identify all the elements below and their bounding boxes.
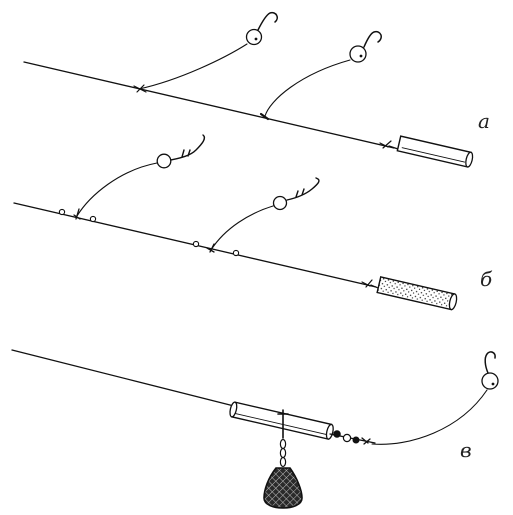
bead (342, 433, 352, 443)
bead-highlight (254, 37, 258, 41)
bead-highlight (491, 382, 495, 386)
chain (279, 438, 287, 468)
knot (259, 112, 270, 121)
bead (333, 430, 341, 438)
panel-label-a: а (478, 109, 490, 133)
hook-icon (170, 134, 206, 161)
hook-icon (363, 30, 382, 48)
textured-sinker (376, 276, 458, 311)
main-line (11, 349, 235, 407)
stopper-bead (232, 249, 240, 257)
stopper-bead (192, 240, 200, 248)
swivel (361, 279, 379, 289)
bead (245, 28, 263, 46)
swivel (379, 140, 399, 150)
hook-icon (257, 11, 278, 31)
panel-label-b: б (480, 267, 493, 291)
stopper-bead (89, 215, 97, 223)
bead (349, 45, 367, 63)
knot (361, 437, 371, 445)
main-line (23, 61, 395, 149)
bead (272, 195, 288, 211)
leader (264, 59, 351, 117)
stopper-bead (58, 208, 66, 216)
sliding-tube (229, 401, 334, 440)
hook-icon (286, 177, 320, 201)
knot (133, 84, 147, 93)
leader (371, 389, 488, 445)
bead-highlight (359, 54, 363, 58)
knot (73, 208, 81, 220)
bead (156, 153, 172, 169)
leader (76, 162, 158, 217)
leader (210, 205, 274, 251)
hook-icon (484, 351, 496, 374)
pear-sinker (263, 467, 303, 509)
bead (481, 372, 499, 390)
bead (352, 436, 360, 444)
rig-panel-b: б (13, 134, 493, 311)
panel-label-v: в (460, 438, 472, 462)
rig-panel-v: в (11, 349, 499, 509)
knot (206, 243, 215, 253)
swivel (277, 409, 289, 439)
rig-panel-a: а (23, 11, 490, 168)
tube-sinker (396, 135, 474, 168)
leader (138, 43, 248, 90)
